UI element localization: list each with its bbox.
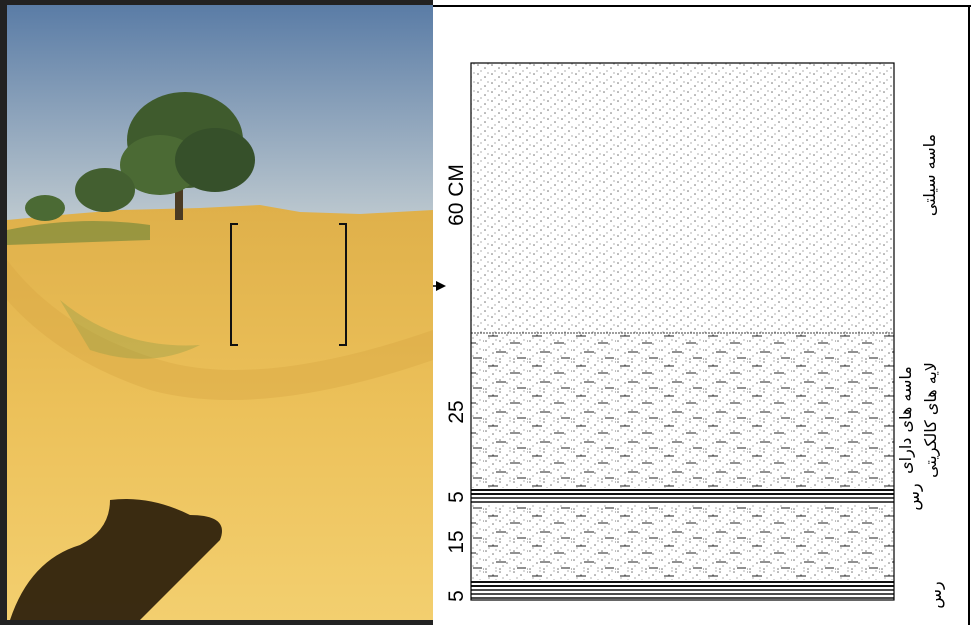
photo-svg	[0, 0, 433, 625]
stratigraphic-column: 60 CM 25 5 15 5 ماسه سیلتی ماسه های دارا…	[433, 0, 971, 625]
layer-silty-sand	[471, 63, 894, 333]
vegetation-strip	[7, 221, 150, 245]
column-border	[470, 62, 895, 601]
layer-calcrete-lower	[471, 504, 894, 580]
grass-patch	[60, 300, 200, 359]
thickness-label-clay-lower: 5	[445, 590, 468, 602]
shadow	[10, 499, 222, 620]
field-photo	[0, 0, 433, 625]
layer-label-calcrete-line1: ماسه های دارای	[896, 366, 916, 474]
layer-calcrete-upper	[471, 333, 894, 488]
sample-bracket	[230, 223, 347, 346]
layer-label-calcrete-line2: لایه های کالکریتی	[921, 362, 941, 478]
layer-label-clay-lower: رس	[926, 581, 946, 608]
sample-arrow	[433, 281, 446, 291]
thickness-label-silty-sand: 60 CM	[445, 164, 468, 226]
thickness-label-calcrete-lower: 15	[445, 530, 468, 553]
column-svg: 60 CM 25 5 15 5 ماسه سیلتی ماسه های دارا…	[433, 5, 971, 625]
layer-label-clay-upper: رس	[904, 483, 924, 510]
thickness-label-clay-upper: 5	[445, 491, 468, 503]
layer-label-silty-sand: ماسه سیلتی	[920, 134, 939, 216]
thickness-label-calcrete-upper: 25	[445, 400, 468, 423]
sand-texture	[7, 260, 433, 400]
layer-clay-upper	[471, 489, 894, 503]
tree-icon	[25, 92, 255, 221]
layer-clay-lower	[471, 581, 894, 599]
